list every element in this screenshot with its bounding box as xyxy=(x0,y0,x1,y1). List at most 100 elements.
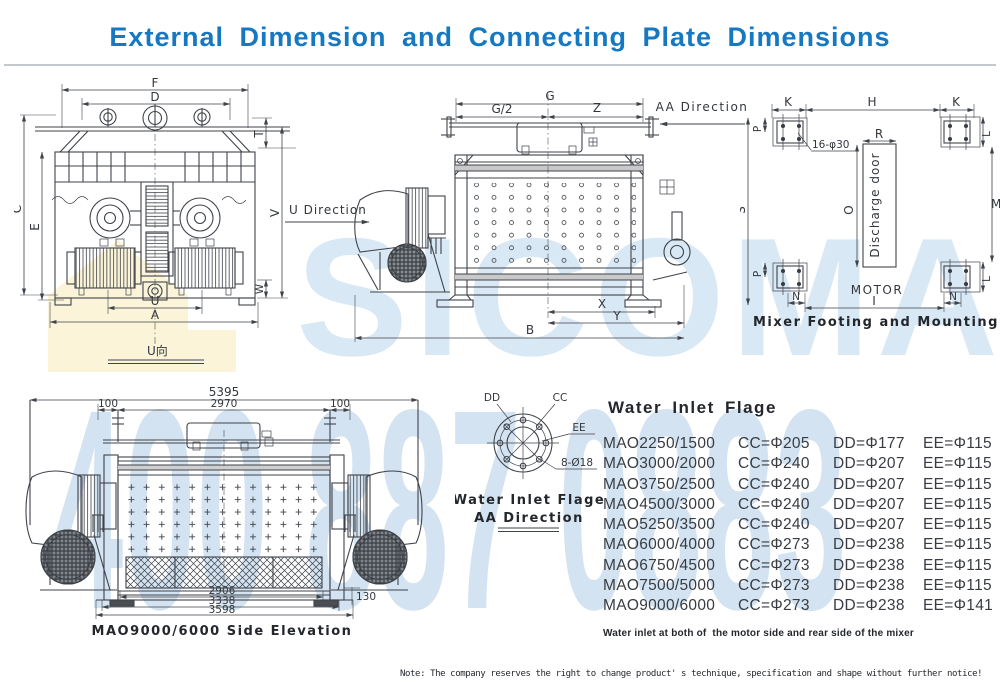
cell-ee: EE=Φ115 xyxy=(923,435,992,452)
cell-dd: DD=Φ207 xyxy=(833,475,905,493)
bolt-note: 16-φ30 xyxy=(812,139,849,151)
footing-plates xyxy=(772,114,981,295)
dim-label-e: E xyxy=(28,223,42,231)
dim-3338: 3338 xyxy=(209,595,236,607)
dim-label-x: X xyxy=(598,297,606,311)
side-elevation-caption: MAO9000/6000 Side Elevation xyxy=(92,624,353,639)
flange-label-ee: EE xyxy=(572,422,585,434)
footing-drawing: K H K P P L L S M O R N N I Discharge do… xyxy=(740,95,1000,330)
table-row: MAO3000/2000 CC=Φ240 DD=Φ207 EE=Φ115 xyxy=(603,454,998,474)
cell-model: MAO3750/2500 xyxy=(603,475,716,493)
cell-cc: CC=Φ240 xyxy=(738,516,810,534)
table-row: MAO6000/4000 CC=Φ273 DD=Φ238 EE=Φ115 xyxy=(603,535,998,555)
cell-cc: CC=Φ205 xyxy=(738,435,810,452)
cell-cc: CC=Φ273 xyxy=(738,536,810,554)
cell-cc: CC=Φ273 xyxy=(738,597,810,615)
dim-label-v: V xyxy=(268,208,282,217)
dimension-lines xyxy=(29,397,419,619)
cell-ee: EE=Φ115 xyxy=(923,495,992,513)
dim-label-o: O xyxy=(842,205,856,214)
dim-left-100: 100 xyxy=(98,398,118,410)
motor-label: MOTOR xyxy=(851,283,903,297)
cell-ee: EE=Φ115 xyxy=(923,536,992,554)
dim-right-100: 100 xyxy=(330,398,350,410)
dim-label-t: T xyxy=(252,130,266,139)
footing-caption: Mixer Footing and Mounting xyxy=(753,315,999,330)
cell-model: MAO3000/2000 xyxy=(603,455,716,473)
cell-cc: CC=Φ240 xyxy=(738,475,810,493)
cell-dd: DD=Φ238 xyxy=(833,597,905,615)
dim-label-c: C xyxy=(14,205,24,213)
page-title: External Dimension and Connecting Plate … xyxy=(109,22,891,52)
dim-3598: 3598 xyxy=(209,604,236,616)
dim-2970: 2970 xyxy=(211,398,238,410)
dim-label-l-bottom: L xyxy=(981,276,993,282)
table-row: MAO6750/4500 CC=Φ273 DD=Φ238 EE=Φ115 xyxy=(603,556,998,576)
dim-label-a: A xyxy=(151,308,160,322)
dim-label-g: G xyxy=(545,89,554,103)
cell-dd: DD=Φ238 xyxy=(833,536,905,554)
cell-ee: EE=Φ115 xyxy=(923,577,992,595)
dim-label-p-top: P xyxy=(752,126,764,132)
dim-label-l-top: L xyxy=(981,131,993,137)
dim-label-p-bottom: P xyxy=(752,271,764,277)
dim-label-m: M xyxy=(991,197,1000,211)
dim-label-k-left: K xyxy=(784,95,793,109)
dim-label-f: F xyxy=(152,76,159,90)
cell-model: MAO5250/3500 xyxy=(603,516,716,534)
cell-ee: EE=Φ115 xyxy=(923,455,992,473)
flange-label-dd: DD xyxy=(484,392,500,404)
mixer-elevation-body xyxy=(25,400,423,607)
dim-overall: 5395 xyxy=(209,385,240,399)
aa-direction-label: AA Direction xyxy=(656,100,749,114)
table-row: MAO9000/6000 CC=Φ273 DD=Φ238 EE=Φ141 xyxy=(603,596,998,616)
cell-cc: CC=Φ273 xyxy=(738,556,810,574)
cell-dd: DD=Φ238 xyxy=(833,556,905,574)
cell-model: MAO4500/3000 xyxy=(603,495,716,513)
flange-caption-1: Water Inlet Flage xyxy=(455,493,605,508)
cell-cc: CC=Φ273 xyxy=(738,577,810,595)
cell-dd: DD=Φ207 xyxy=(833,516,905,534)
dim-label-g-half: G/2 xyxy=(492,102,513,116)
flange-table-title: Water Inlet Flage xyxy=(608,398,777,417)
cell-dd: DD=Φ177 xyxy=(833,435,905,452)
title-divider xyxy=(4,64,996,66)
flange-table-note: Water inlet at both of the motor side an… xyxy=(603,627,915,639)
side-view-drawing: G G/2 Z X Y B AA Direction xyxy=(354,89,749,342)
cell-ee: EE=Φ115 xyxy=(923,556,992,574)
cell-dd: DD=Φ207 xyxy=(833,495,905,513)
cell-model: MAO6750/4500 xyxy=(603,556,716,574)
dim-label-k-right: K xyxy=(952,95,961,109)
footer-note: Note: The company reserves the right to … xyxy=(400,669,983,679)
cell-model: MAO7500/5000 xyxy=(603,577,716,595)
discharge-door-label: Discharge door xyxy=(868,152,882,257)
table-row: MAO4500/3000 CC=Φ240 DD=Φ207 EE=Φ115 xyxy=(603,495,998,515)
table-row: MAO5250/3500 CC=Φ240 DD=Φ207 EE=Φ115 xyxy=(603,515,998,535)
dim-label-s: S xyxy=(740,206,748,214)
u-direction-label: U Direction xyxy=(289,203,367,217)
cell-cc: CC=Φ240 xyxy=(738,455,810,473)
front-elevation-drawing: F D C E T V W U A xyxy=(14,76,296,365)
flange-detail-drawing: DD CC EE 8-Ø18 Water Inlet Flage AA Dire… xyxy=(455,392,605,533)
cell-dd: DD=Φ207 xyxy=(833,455,905,473)
dim-label-n-right: N xyxy=(949,291,957,303)
dim-label-n-left: N xyxy=(792,291,800,303)
cell-ee: EE=Φ115 xyxy=(923,516,992,534)
cell-model: MAO6000/4000 xyxy=(603,536,716,554)
dim-130: 130 xyxy=(356,591,376,603)
flange-caption-2: AA Direction xyxy=(474,511,584,526)
mixer-front-body xyxy=(35,104,290,344)
cell-ee: EE=Φ141 xyxy=(923,597,994,615)
flange-circles xyxy=(487,403,597,479)
dim-label-d: D xyxy=(150,90,159,104)
dimension-lines xyxy=(354,98,685,342)
cell-cc: CC=Φ240 xyxy=(738,495,810,513)
dim-label-z: Z xyxy=(593,101,601,115)
cell-model: MAO9000/6000 xyxy=(603,597,716,615)
flange-label-bolts: 8-Ø18 xyxy=(561,457,593,469)
dim-label-w: W xyxy=(254,283,266,294)
